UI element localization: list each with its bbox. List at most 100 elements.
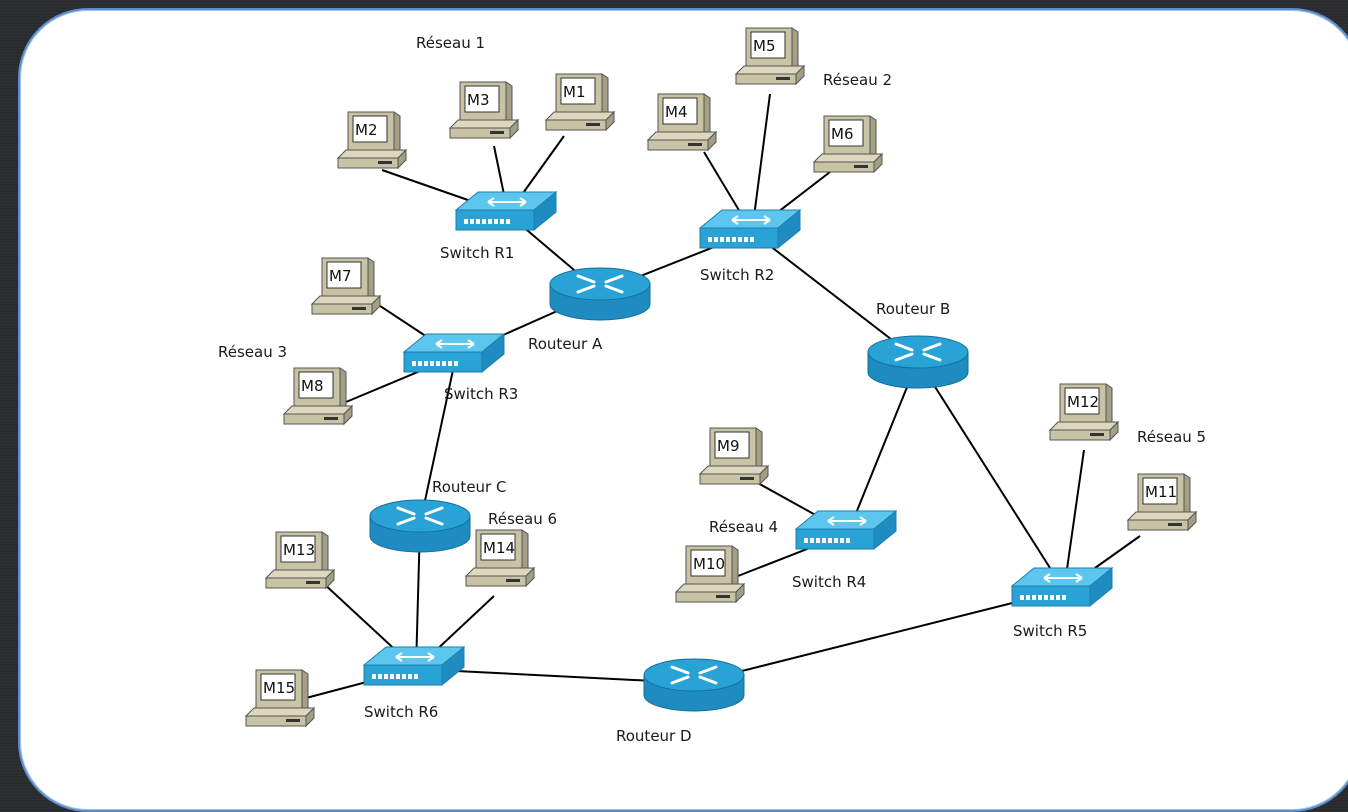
computer-base-side xyxy=(735,582,745,604)
router-arrows-icon xyxy=(396,506,444,526)
router-a[interactable] xyxy=(549,267,651,321)
computer-drive-slot xyxy=(688,143,702,146)
computer-m7[interactable]: M7 xyxy=(310,257,382,316)
computer-m12[interactable]: M12 xyxy=(1048,383,1120,442)
computer-screen xyxy=(464,85,500,113)
computer-m4[interactable]: M4 xyxy=(646,93,718,152)
switch-arrows-icon xyxy=(487,197,527,207)
switch-port xyxy=(726,237,730,242)
switch-port xyxy=(506,219,510,224)
switch-port xyxy=(1026,595,1030,600)
computer-base-side xyxy=(759,464,769,486)
switch-port xyxy=(470,219,474,224)
computer-screen xyxy=(260,673,296,701)
computer-base-side xyxy=(525,566,535,588)
switch-port xyxy=(500,219,504,224)
switch-port xyxy=(1044,595,1048,600)
computer-m8[interactable]: M8 xyxy=(282,367,354,426)
link-rB-s4 xyxy=(847,359,919,534)
computer-screen xyxy=(690,549,726,577)
switch-6[interactable] xyxy=(362,645,466,687)
switch-port xyxy=(442,361,446,366)
computer-monitor-side xyxy=(755,427,763,469)
computer-m3[interactable]: M3 xyxy=(448,81,520,140)
computer-m15[interactable]: M15 xyxy=(244,669,316,728)
computer-m14[interactable]: M14 xyxy=(464,529,536,588)
computer-label: M2 xyxy=(355,121,378,139)
computer-m1[interactable]: M1 xyxy=(544,73,616,132)
switch-port xyxy=(840,538,844,543)
router-top xyxy=(369,499,471,533)
switch-port xyxy=(414,674,418,679)
computer-drive-slot xyxy=(324,417,338,420)
switch-port xyxy=(822,538,826,543)
computer-label: M12 xyxy=(1067,393,1099,411)
switch-port xyxy=(390,674,394,679)
computer-m2[interactable]: M2 xyxy=(336,111,408,170)
switch-label: Switch R1 xyxy=(440,244,514,262)
switch-port xyxy=(732,237,736,242)
switch-port xyxy=(476,219,480,224)
router-b[interactable] xyxy=(867,335,969,389)
network-label-6: Réseau 6 xyxy=(488,510,557,528)
computer-base-side xyxy=(305,706,315,728)
switch-5[interactable] xyxy=(1010,566,1114,608)
computer-m9[interactable]: M9 xyxy=(698,427,770,486)
switch-3[interactable] xyxy=(402,332,506,374)
computer-monitor-side xyxy=(521,529,529,571)
switch-1[interactable] xyxy=(454,190,558,232)
computer-base-top xyxy=(674,583,746,593)
computer-base-top xyxy=(464,567,536,577)
computer-drive-slot xyxy=(1168,523,1182,526)
computer-screen xyxy=(1142,477,1178,505)
computer-screen xyxy=(714,431,750,459)
computer-monitor-side xyxy=(1105,383,1113,425)
switch-arrows-icon xyxy=(1043,573,1083,583)
computer-m11[interactable]: M11 xyxy=(1126,473,1198,532)
computer-drive-slot xyxy=(506,579,520,582)
switch-4[interactable] xyxy=(794,509,898,551)
computer-base-side xyxy=(325,568,335,590)
switch-arrows-icon xyxy=(395,652,435,662)
computer-base-top xyxy=(310,295,382,305)
computer-label: M13 xyxy=(283,541,315,559)
switch-port xyxy=(424,361,428,366)
switch-port xyxy=(738,237,742,242)
computer-monitor-side xyxy=(339,367,347,409)
computer-base-side xyxy=(707,130,717,152)
router-arrows-icon xyxy=(670,665,718,685)
computer-label: M6 xyxy=(831,125,854,143)
link-m12-s5 xyxy=(1063,449,1085,591)
computer-screen xyxy=(560,77,596,105)
computer-screen xyxy=(280,535,316,563)
switch-port xyxy=(708,237,712,242)
computer-m13[interactable]: M13 xyxy=(264,531,336,590)
computer-base-top xyxy=(336,149,408,159)
computer-label: M7 xyxy=(329,267,352,285)
router-d[interactable] xyxy=(643,658,745,712)
computer-m10[interactable]: M10 xyxy=(674,545,746,604)
computer-m6[interactable]: M6 xyxy=(812,115,884,174)
switch-side xyxy=(481,332,505,374)
router-c[interactable] xyxy=(369,499,471,553)
computer-drive-slot xyxy=(854,165,868,168)
switch-port xyxy=(804,538,808,543)
computer-m5[interactable]: M5 xyxy=(734,27,806,86)
switch-port xyxy=(846,538,850,543)
computer-base-top xyxy=(1126,511,1198,521)
router-top xyxy=(549,267,651,301)
computer-base-side xyxy=(795,64,805,86)
computer-base-top xyxy=(544,111,616,121)
computer-monitor-side xyxy=(791,27,799,69)
computer-monitor-side xyxy=(1183,473,1191,515)
switch-2[interactable] xyxy=(698,208,802,250)
switch-port xyxy=(1038,595,1042,600)
link-s3-rC xyxy=(419,355,457,525)
switch-port xyxy=(384,674,388,679)
computer-drive-slot xyxy=(716,595,730,598)
computer-base-top xyxy=(734,65,806,75)
computer-base-top xyxy=(448,119,520,129)
switch-port xyxy=(412,361,416,366)
